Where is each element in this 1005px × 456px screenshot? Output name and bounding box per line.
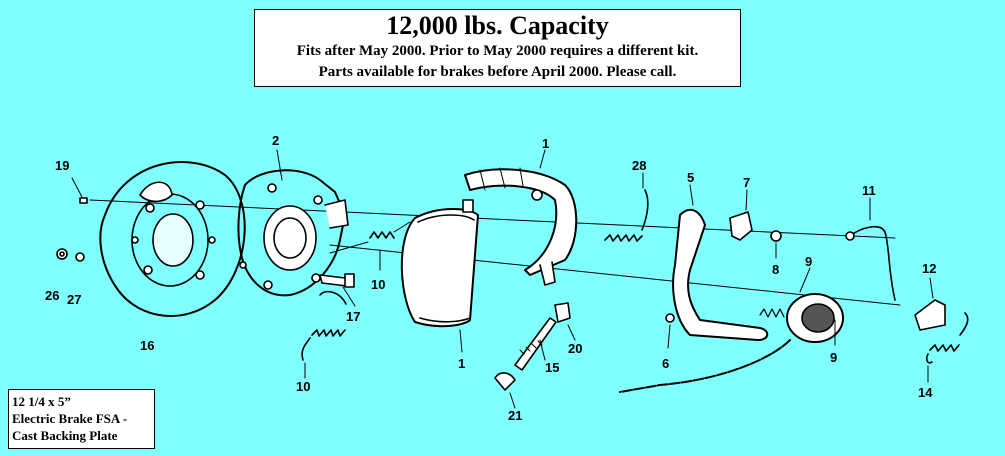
label-part-11: 11 (862, 183, 876, 198)
kit-size: 12 1/4 x 5” (12, 394, 71, 409)
label-part-1-top: 1 (542, 136, 549, 151)
spring-28 (604, 172, 649, 242)
brake-shoe-upper (464, 149, 578, 286)
spring-lower (301, 290, 347, 379)
nut-washer (56, 248, 85, 262)
backing-plate (99, 161, 246, 317)
adjuster-lever (494, 372, 516, 409)
wire-11 (845, 197, 896, 301)
label-part-17: 17 (346, 309, 360, 324)
actuating-arm (672, 184, 769, 341)
label-part-7: 7 (743, 175, 750, 190)
hold-down-12 (914, 277, 946, 331)
label-part-28: 28 (632, 158, 646, 173)
label-part-5: 5 (687, 170, 694, 185)
label-part-16: 16 (140, 338, 154, 353)
kit-plate: Cast Backing Plate (12, 428, 118, 443)
label-part-8: 8 (772, 262, 779, 277)
spring-14 (925, 312, 969, 383)
label-part-2: 2 (272, 133, 279, 148)
fit-note: Fits after May 2000. Prior to May 2000 r… (296, 43, 699, 59)
magnet (619, 267, 844, 393)
label-part-15: 15 (545, 360, 559, 375)
adjuster-screw (514, 317, 557, 371)
adjuster-clip (554, 302, 576, 341)
kit-type: Electric Brake FSA - (12, 411, 128, 426)
adjuster-bolt (319, 273, 356, 307)
label-part-26: 26 (45, 288, 59, 303)
kit-description-box: 12 1/4 x 5” Electric Brake FSA - Cast Ba… (8, 389, 155, 449)
mounting-flange (237, 149, 349, 297)
nut-6 (665, 313, 675, 349)
label-part-21: 21 (508, 408, 522, 423)
label-part-12: 12 (922, 261, 936, 276)
label-part-19: 19 (55, 158, 69, 173)
bracket-7 (729, 189, 753, 241)
label-part-10-upper: 10 (371, 277, 385, 292)
label-part-9-top: 9 (805, 254, 812, 269)
part-labels: 1 1 2 5 6 7 8 9 9 10 10 11 12 14 15 16 1… (45, 133, 936, 423)
label-part-1-bottom: 1 (458, 356, 465, 371)
header-box: 12,000 lbs. Capacity Fits after May 2000… (254, 9, 741, 87)
label-part-14: 14 (918, 385, 933, 400)
bolt-19 (71, 177, 88, 204)
nut-8 (770, 230, 782, 259)
capacity-title: 12,000 lbs. Capacity (386, 11, 609, 40)
label-part-20: 20 (568, 341, 582, 356)
parts-note: Parts available for brakes before April … (318, 64, 677, 80)
brake-shoe-lined (400, 199, 479, 353)
label-part-9-bottom: 9 (830, 350, 837, 365)
spring-upper (329, 221, 411, 271)
label-part-10-lower: 10 (296, 379, 310, 394)
label-part-6: 6 (662, 356, 669, 371)
label-part-27: 27 (67, 292, 81, 307)
